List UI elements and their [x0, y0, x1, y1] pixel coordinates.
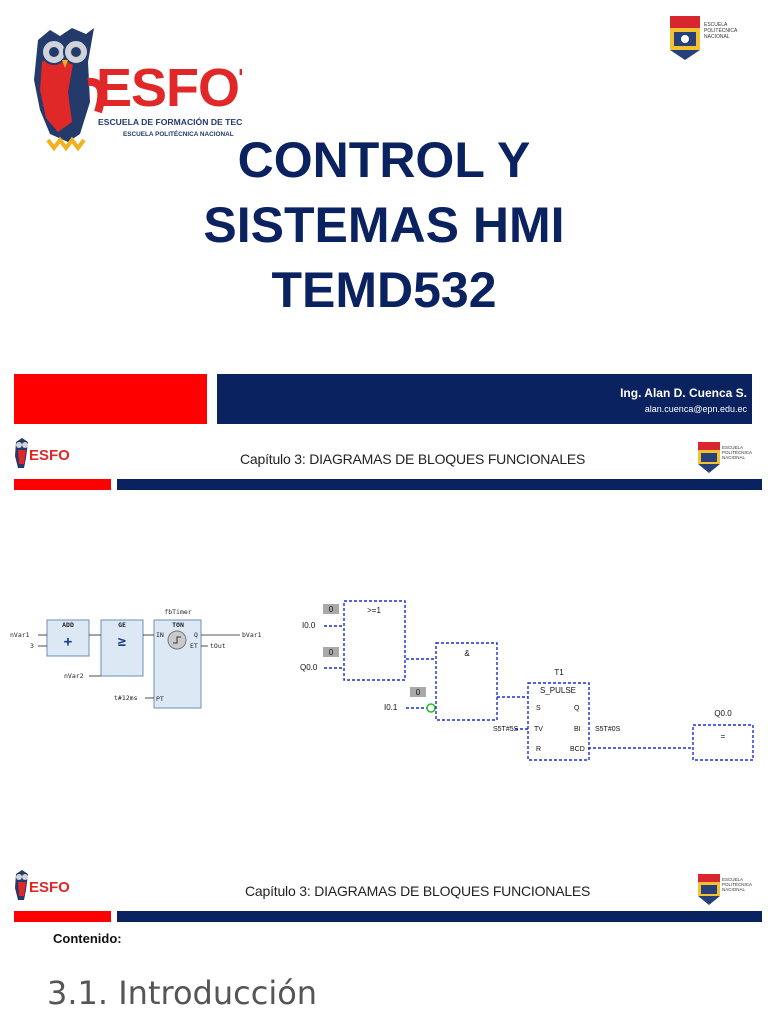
esfot-small-logo: ESFOT — [15, 438, 70, 468]
bcd-value: S5T#0S — [595, 726, 621, 733]
epn-small-text-4: ESCUELA — [722, 877, 743, 882]
epn-text-1: ESCUELA — [704, 22, 728, 28]
and-block-label: & — [464, 649, 470, 658]
input-time: t#12ms — [114, 694, 138, 702]
input-const: 3 — [30, 642, 34, 650]
ton-pin-et: ET — [190, 642, 198, 650]
negation-circle — [426, 703, 436, 713]
output-bvar1: bVar1 — [242, 631, 262, 639]
esfot-tagline-2: ESCUELA POLITÉCNICA NACIONAL — [123, 129, 234, 138]
header-navy-bar-2 — [117, 911, 762, 922]
epn-small-logo: ESCUELA POLITÉCNICA NACIONAL — [698, 442, 752, 473]
footer-navy-bar — [217, 374, 752, 424]
timer-instance-label: fbTimer — [164, 608, 191, 616]
esfot-logo: ESFOT ESCUELA DE FORMACIÓN DE TECNÓLOGOS… — [34, 28, 242, 152]
ton-pin-in: IN — [156, 631, 164, 639]
esfot-tagline-1: ESCUELA DE FORMACIÓN DE TECNÓLOGOS — [98, 116, 242, 127]
tv-value: S5T#5S — [493, 726, 519, 733]
footer-red-bar — [14, 374, 207, 424]
epn-small-text-5: POLITÉCNICA — [722, 881, 752, 887]
author-name: Ing. Alan D. Cuenca S. — [620, 386, 747, 400]
title-line-2: SISTEMAS HMI — [203, 197, 565, 253]
esfot-small-brand: ESFOT — [29, 447, 70, 464]
output-label: Q0.0 — [714, 709, 732, 718]
ge-symbol: ≥ — [118, 634, 126, 650]
ton-block-label: TON — [172, 621, 184, 629]
timer-type: S_PULSE — [540, 686, 576, 695]
header-navy-bar — [117, 479, 762, 490]
chapter-title-2: Capítulo 3: DIAGRAMAS DE BLOQUES FUNCION… — [245, 883, 591, 899]
value-i01: 0 — [416, 688, 421, 697]
esfot-small-logo-2: ESFOT — [15, 870, 70, 900]
timer-pin-r: R — [536, 746, 541, 753]
epn-small-logo-2: ESCUELA POLITÉCNICA NACIONAL — [698, 874, 752, 905]
epn-text-3: NACIONAL — [704, 34, 730, 40]
add-block-label: ADD — [62, 621, 74, 629]
epn-small-text-2: POLITÉCNICA — [722, 449, 752, 455]
section-heading: 3.1. Introducción — [47, 974, 318, 1012]
input-nvar1: nVar1 — [10, 631, 30, 639]
esfot-brand-text: ESFOT — [96, 58, 242, 118]
output-block: = — [721, 732, 726, 741]
timer-pin-q: Q — [574, 705, 580, 712]
tag-q00: Q0.0 — [300, 663, 318, 672]
title-line-3: TEMD532 — [271, 262, 497, 318]
title-line-1: CONTROL Y — [237, 132, 531, 188]
value-i00: 0 — [329, 605, 334, 614]
or-block-label: >=1 — [367, 606, 381, 615]
epn-small-text-1: ESCUELA — [722, 445, 743, 450]
contents-label: Contenido: — [53, 931, 122, 946]
epn-shield-icon — [670, 16, 700, 60]
ge-block-label: GE — [118, 621, 126, 629]
esfot-small-brand-2: ESFOT — [29, 879, 70, 896]
timer-pin-bi: BI — [574, 726, 581, 733]
fbd-diagram-codesys: ADD + GE ≥ fbTimer TON IN Q ET PT — [10, 608, 262, 709]
timer-pin-tv: TV — [534, 726, 543, 733]
header-red-bar — [14, 479, 111, 490]
slide-title: CONTROL Y SISTEMAS HMI TEMD532 — [0, 128, 768, 323]
epn-logo: ESCUELA POLITÉCNICA NACIONAL — [668, 14, 740, 62]
value-q00: 0 — [329, 648, 334, 657]
ton-pin-pt: PT — [156, 695, 164, 703]
timer-pin-s: S — [536, 705, 541, 712]
epn-small-text-3: NACIONAL — [722, 455, 746, 460]
input-nvar2: nVar2 — [64, 672, 84, 680]
add-symbol: + — [64, 634, 72, 650]
chapter-title: Capítulo 3: DIAGRAMAS DE BLOQUES FUNCION… — [240, 451, 586, 467]
epn-small-text-6: NACIONAL — [722, 887, 746, 892]
fbd-diagram-siemens: 0 0 0 I0.0 Q0.0 I0.1 >=1 — [300, 600, 754, 761]
author-email: alan.cuenca@epn.edu.ec — [644, 404, 747, 414]
tag-i00: I0.0 — [302, 621, 316, 630]
ton-pin-q: Q — [194, 631, 198, 639]
tag-i01: I0.1 — [384, 703, 398, 712]
timer-pin-bcd: BCD — [570, 746, 585, 753]
header-red-bar-2 — [14, 911, 111, 922]
output-tout: tOut — [210, 642, 226, 650]
epn-text-2: POLITÉCNICA — [704, 28, 738, 34]
timer-label: T1 — [554, 668, 564, 677]
